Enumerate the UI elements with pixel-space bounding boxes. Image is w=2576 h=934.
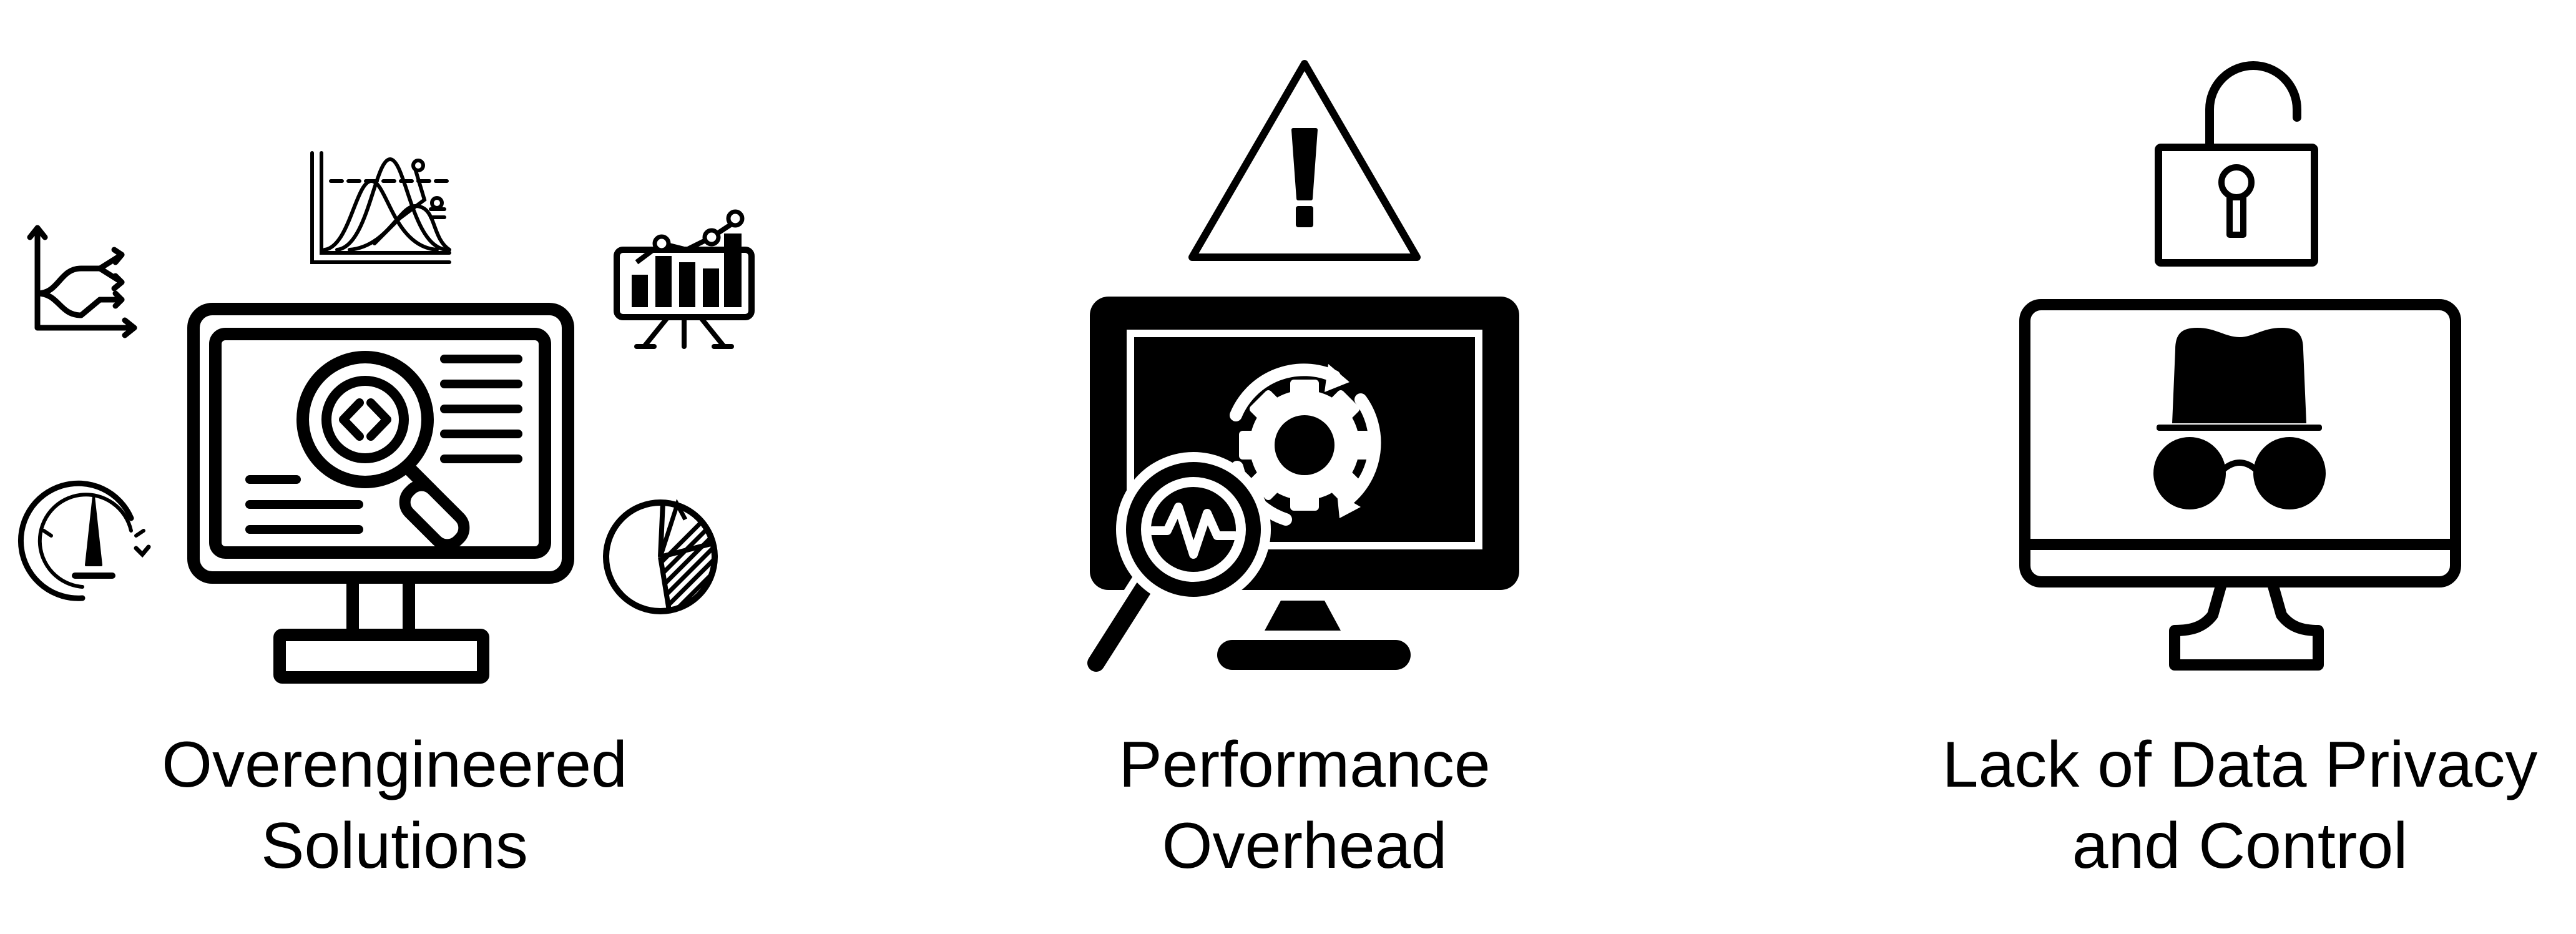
caption-line: Lack of Data Privacy xyxy=(1942,729,2538,801)
panel-privacy: Lack of Data Privacy and Control xyxy=(1717,0,2576,934)
caption-overengineered: Overengineered Solutions xyxy=(0,724,789,887)
caption-line: Solutions xyxy=(261,810,528,882)
monitor-icon xyxy=(187,303,574,684)
distribution-curve-chart-icon xyxy=(310,151,451,264)
caption-line: and Control xyxy=(2072,810,2408,882)
panel-performance: Performance Overhead xyxy=(811,0,1717,934)
caption-performance: Performance Overhead xyxy=(811,724,1798,887)
easel-bar-chart-icon xyxy=(614,209,755,349)
pie-chart-icon xyxy=(603,499,718,614)
privacy-illustration xyxy=(2019,61,2461,671)
caption-privacy: Lack of Data Privacy and Control xyxy=(1717,724,2576,887)
branching-graph-icon xyxy=(27,225,137,338)
speedometer-gauge-icon xyxy=(17,480,151,601)
incognito-spy-icon xyxy=(2153,328,2326,509)
screen-text-lines xyxy=(245,355,522,534)
warning-triangle-icon xyxy=(1188,60,1421,261)
caption-line: Overhead xyxy=(1162,810,1447,882)
gear-cycle-icon xyxy=(1230,363,1381,526)
overengineered-illustration xyxy=(17,151,755,684)
caption-line: Performance xyxy=(1119,729,1491,801)
caption-line: Overengineered xyxy=(162,729,627,801)
magnifier-code-icon xyxy=(296,351,470,551)
open-padlock-icon xyxy=(2155,61,2318,267)
performance-illustration xyxy=(1080,60,1519,679)
monitor-icon xyxy=(2019,299,2461,671)
panel-overengineered: Overengineered Solutions xyxy=(0,0,811,934)
magnifier-pulse-icon xyxy=(1080,452,1271,679)
